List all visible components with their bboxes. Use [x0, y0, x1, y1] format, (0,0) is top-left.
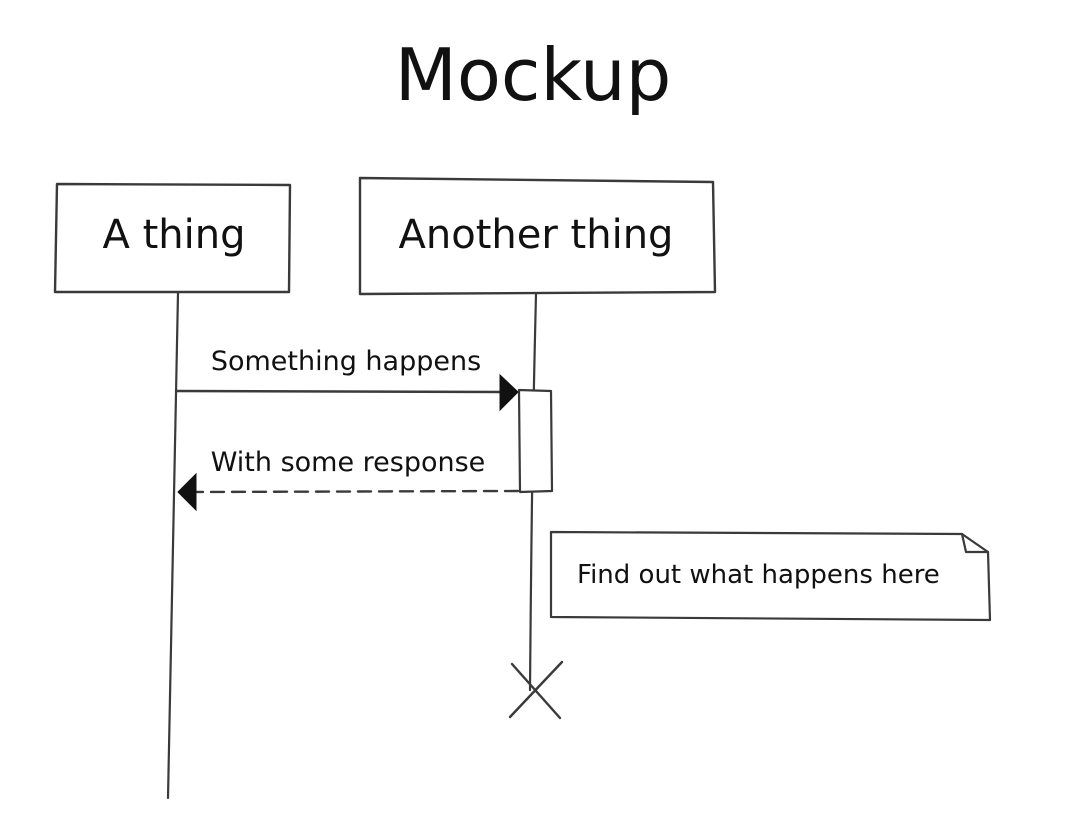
- message-1-label: Something happens: [211, 346, 481, 377]
- message-2-line: [190, 489, 520, 494]
- message-2: With some response: [177, 447, 520, 512]
- participant-b-box: [358, 176, 717, 296]
- participant-a-box: [53, 182, 292, 294]
- destroy-line-2: [508, 660, 564, 719]
- destroy-marker: [508, 660, 564, 720]
- lifeline-a: [166, 291, 180, 800]
- message-1-line: [174, 389, 506, 394]
- activation-bar: [517, 388, 554, 494]
- diagram-title: Mockup: [395, 33, 672, 117]
- message-2-arrowhead: [177, 472, 197, 512]
- message-1-arrowhead: [499, 373, 519, 412]
- participant-b[interactable]: Another thing: [358, 176, 717, 296]
- message-1: Something happens: [174, 346, 519, 412]
- message-2-label: With some response: [211, 447, 486, 478]
- participant-a-label: A thing: [103, 212, 246, 258]
- participant-b-label: Another thing: [399, 212, 674, 258]
- note: Find out what happens here: [549, 530, 992, 622]
- note-body: [549, 530, 992, 622]
- note-text: Find out what happens here: [577, 560, 940, 590]
- participant-a[interactable]: A thing: [53, 182, 292, 294]
- note-fold: [960, 532, 990, 554]
